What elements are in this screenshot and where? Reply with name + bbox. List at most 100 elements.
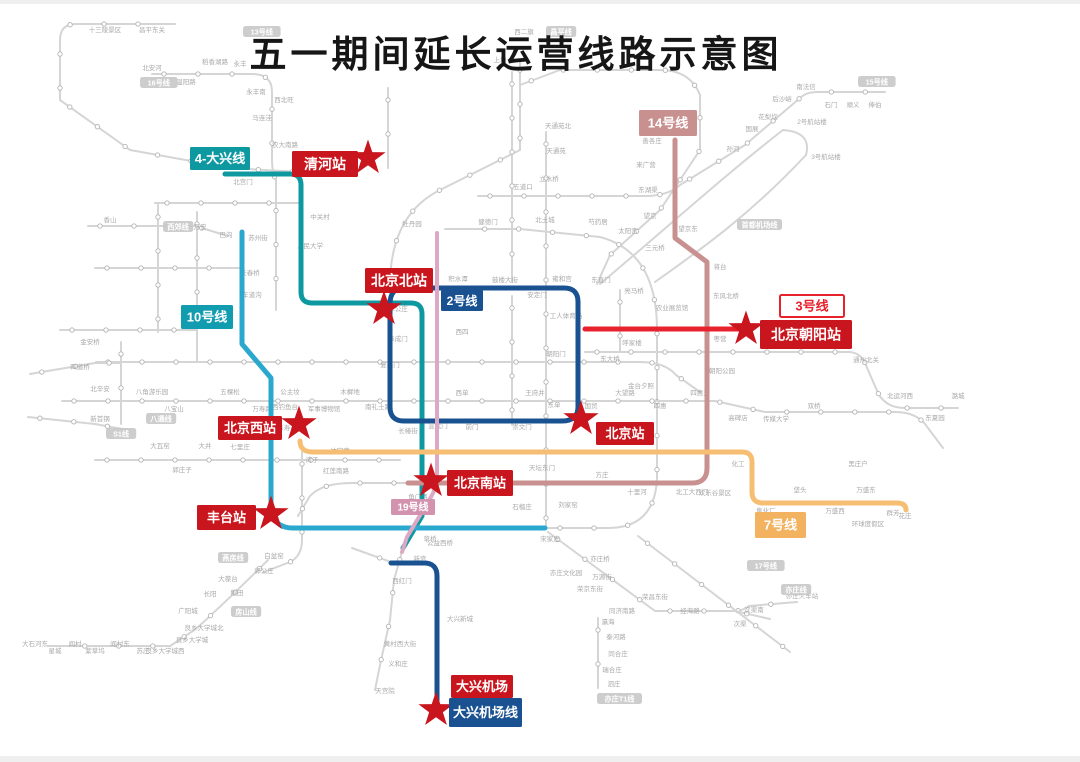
station-dot bbox=[509, 149, 515, 155]
station-dot bbox=[207, 398, 213, 404]
background-line bbox=[61, 400, 944, 449]
station-dot bbox=[543, 175, 549, 181]
background-station-label: 泰河路 bbox=[606, 632, 626, 641]
station-dot bbox=[780, 643, 786, 650]
station-dot bbox=[241, 398, 247, 404]
background-station-label: 万源街 bbox=[592, 572, 612, 581]
background-station-label: 西单 bbox=[456, 388, 470, 397]
station-dot bbox=[623, 193, 629, 199]
station-dot bbox=[116, 643, 122, 649]
background-station-label: 四惠 bbox=[654, 401, 668, 410]
station-dot bbox=[667, 608, 673, 614]
background-station-label: 四惠东 bbox=[690, 388, 710, 397]
label-beijingxi: 北京西站 bbox=[218, 416, 282, 440]
station-dot bbox=[67, 22, 73, 28]
background-station-label: 北土城 bbox=[535, 215, 555, 224]
line-badge-box bbox=[858, 76, 896, 87]
station-dot bbox=[818, 409, 824, 415]
background-station-label: 车道沟 bbox=[242, 290, 262, 299]
station-dot bbox=[269, 106, 275, 112]
background-station-label: 瑞合庄 bbox=[602, 665, 622, 674]
background-station-label: 方庄 bbox=[596, 470, 610, 479]
background-station-label: 荣昌东街 bbox=[642, 592, 669, 601]
background-line bbox=[389, 59, 521, 287]
station-dot bbox=[615, 359, 621, 365]
station-dot bbox=[411, 398, 417, 404]
station-dot bbox=[543, 243, 549, 249]
background-line bbox=[374, 547, 404, 691]
label-fengtai-box bbox=[197, 505, 256, 530]
station-dot bbox=[509, 81, 515, 87]
station-dot bbox=[633, 228, 640, 234]
station-dot bbox=[154, 152, 161, 158]
station-dot bbox=[269, 140, 275, 146]
label-line-2-box bbox=[441, 290, 483, 311]
star-daxing bbox=[418, 691, 454, 725]
line-badge-box bbox=[106, 428, 137, 439]
background-station-label: 阎村 bbox=[69, 639, 83, 648]
station-dot bbox=[509, 251, 515, 257]
line-badge-text: S1线 bbox=[113, 429, 130, 438]
station-dot bbox=[309, 359, 315, 365]
background-station-label: 天坛东门 bbox=[529, 463, 555, 472]
background-station-label: 化工 bbox=[732, 459, 746, 468]
station-dot bbox=[516, 226, 522, 232]
line-badge: 房山线 bbox=[231, 606, 262, 617]
background-station-label: 北工大西门 bbox=[676, 487, 709, 496]
background-station-label: 大葆台 bbox=[218, 574, 238, 583]
station-dot bbox=[608, 251, 614, 257]
background-station-label: 长阳 bbox=[204, 589, 217, 598]
background-station-label: 3号航站楼 bbox=[811, 152, 841, 161]
label-line-3-box bbox=[779, 294, 845, 318]
station-dot bbox=[798, 349, 804, 355]
background-station-label: 枣营 bbox=[714, 334, 728, 343]
background-station-label: 农业展览馆 bbox=[656, 303, 689, 312]
station-dot bbox=[640, 265, 646, 271]
station-dot bbox=[299, 495, 305, 501]
station-dot bbox=[137, 327, 143, 333]
background-station-label: 荣京东街 bbox=[577, 584, 604, 593]
station-dot bbox=[543, 379, 549, 385]
background-station-label: 稻田 bbox=[231, 588, 244, 597]
label-chaoyang-box bbox=[760, 320, 852, 349]
line-badge-text: 17号线 bbox=[755, 561, 778, 570]
station-dot bbox=[875, 390, 882, 397]
station-dot bbox=[139, 398, 145, 404]
station-dot bbox=[207, 612, 214, 619]
label-chaoyang: 北京朝阳站 bbox=[760, 320, 852, 349]
background-station-label: 天通苑北 bbox=[545, 121, 572, 130]
label-line-19: 19号线 bbox=[391, 499, 435, 515]
background-station-label: 积水潭 bbox=[448, 274, 468, 283]
station-dot bbox=[716, 158, 722, 164]
station-dot bbox=[657, 191, 663, 198]
line-badge: 燕房线 bbox=[218, 552, 249, 563]
label-qinghe-text: 清河站 bbox=[304, 156, 346, 172]
station-dot bbox=[164, 200, 170, 206]
station-dot bbox=[654, 364, 660, 371]
background-station-label: 望京东 bbox=[678, 224, 698, 233]
background-station-label: 阎村东 bbox=[110, 639, 130, 648]
background-station-label: 长椿街 bbox=[398, 426, 418, 435]
station-dot bbox=[195, 71, 201, 77]
background-station-label: 公主坟 bbox=[280, 387, 300, 396]
background-line bbox=[584, 351, 959, 409]
station-dot bbox=[509, 407, 515, 413]
station-dot bbox=[698, 581, 705, 588]
background-station-label: 大井 bbox=[199, 441, 213, 450]
background-station-label: 长春桥 bbox=[240, 268, 260, 277]
station-dot bbox=[391, 480, 397, 486]
station-dot bbox=[744, 611, 750, 617]
background-station-label: 群芳 bbox=[887, 508, 901, 517]
station-dot bbox=[654, 466, 660, 473]
background-station-label: 双桥 bbox=[808, 401, 822, 410]
station-dot bbox=[654, 432, 660, 439]
background-station-label: 环球度假区 bbox=[852, 519, 885, 528]
station-dot bbox=[161, 71, 167, 77]
station-dot bbox=[173, 398, 179, 404]
label-line-3-text: 3号线 bbox=[795, 299, 828, 314]
station-dot bbox=[528, 78, 534, 84]
background-station-label: 花梨坎 bbox=[758, 112, 778, 121]
station-dot bbox=[255, 166, 261, 173]
station-dot bbox=[273, 207, 279, 214]
background-station-label: 军事博物馆 bbox=[308, 404, 341, 413]
